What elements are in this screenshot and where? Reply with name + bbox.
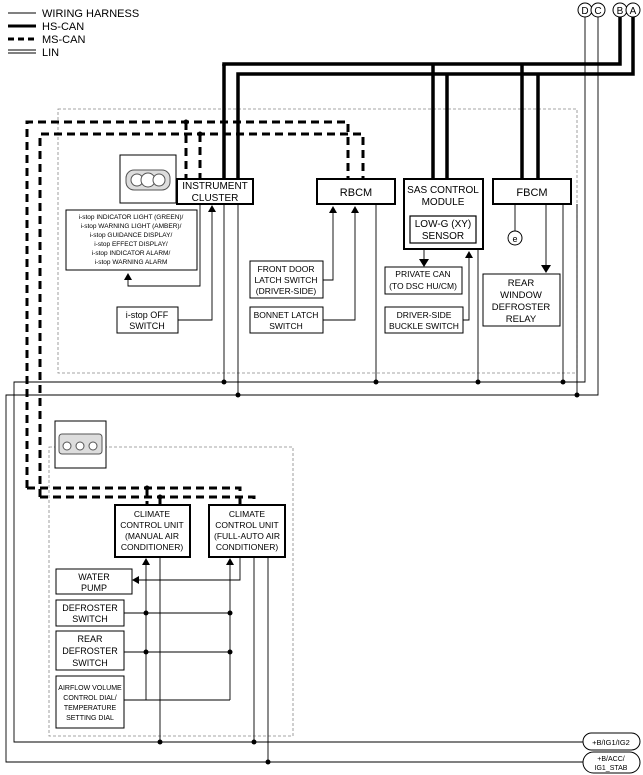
connector-c-label: C bbox=[594, 6, 601, 17]
fbcm-label: FBCM bbox=[516, 187, 547, 199]
defroster-switch-label-1: DEFROSTER bbox=[62, 603, 118, 613]
water-pump-label-1: WATER bbox=[78, 572, 110, 582]
climate-auto-label-4: CONDITIONER) bbox=[216, 542, 279, 552]
climate-auto-label-3: (FULL-AUTO AIR bbox=[214, 531, 280, 541]
istop-indicator-line-3: i-stop GUIDANCE DISPLAY/ bbox=[90, 232, 173, 239]
private-can-label-1: PRIVATE CAN bbox=[395, 269, 450, 279]
instrument-cluster-thumbnail bbox=[119, 154, 177, 204]
lower-region bbox=[48, 446, 294, 737]
fbcm-box: FBCM bbox=[492, 178, 572, 205]
connector-d: D bbox=[577, 2, 593, 18]
climate-manual-box: CLIMATE CONTROL UNIT (MANUAL AIR CONDITI… bbox=[114, 504, 191, 558]
istop-indicator-line-6: i-stop WARNING ALARM bbox=[95, 259, 168, 266]
legend-lin: LIN bbox=[42, 47, 59, 59]
rear-defroster-label-1: REAR bbox=[77, 634, 103, 644]
istop-off-switch-label-2: SWITCH bbox=[129, 321, 165, 331]
istop-indicator-box: i-stop INDICATOR LIGHT (GREEN)/ i-stop W… bbox=[65, 209, 198, 271]
private-can-box: PRIVATE CAN (TO DSC HU/CM) bbox=[384, 266, 463, 295]
hs-can-lines bbox=[222, 17, 635, 179]
climate-auto-label-1: CLIMATE bbox=[229, 509, 266, 519]
low-g-label-1: LOW-G (XY) bbox=[415, 219, 471, 230]
water-pump-label-2: PUMP bbox=[81, 583, 107, 593]
rear-window-relay-box: REAR WINDOW DEFROSTER RELAY bbox=[482, 273, 561, 327]
climate-manual-label-4: CONDITIONER) bbox=[121, 542, 184, 552]
water-pump-box: WATER PUMP bbox=[55, 568, 133, 595]
istop-off-switch-label-1: i-stop OFF bbox=[126, 310, 169, 320]
wiring-harness-lines bbox=[5, 17, 599, 763]
instrument-cluster-label-2: CLUSTER bbox=[192, 193, 239, 204]
front-door-latch-box: FRONT DOOR LATCH SWITCH (DRIVER-SIDE) bbox=[249, 260, 324, 299]
rear-relay-label-2: WINDOW bbox=[500, 290, 542, 301]
legend-ms-can: MS-CAN bbox=[42, 34, 85, 46]
connector-b-label: B bbox=[617, 6, 624, 17]
ground-symbol: e bbox=[507, 230, 523, 246]
private-can-label-2: (TO DSC HU/CM) bbox=[389, 281, 457, 291]
climate-panel-thumbnail bbox=[54, 420, 107, 469]
bonnet-latch-label-1: BONNET LATCH bbox=[254, 310, 319, 320]
climate-auto-box: CLIMATE CONTROL UNIT (FULL-AUTO AIR COND… bbox=[208, 504, 286, 558]
buckle-switch-label-1: DRIVER-SIDE bbox=[397, 310, 452, 320]
airflow-dial-label-2: CONTROL DIAL/ bbox=[63, 695, 116, 702]
connector-a-label: A bbox=[630, 6, 637, 17]
rear-defroster-label-2: DEFROSTER bbox=[62, 646, 118, 656]
istop-indicator-line-2: i-stop WARNING LIGHT (AMBER)/ bbox=[81, 223, 182, 230]
instrument-cluster-box: INSTRUMENT CLUSTER bbox=[176, 178, 254, 205]
climate-manual-label-2: CONTROL UNIT bbox=[120, 520, 183, 530]
rear-relay-label-4: RELAY bbox=[506, 314, 537, 325]
defroster-switch-box: DEFROSTER SWITCH bbox=[55, 599, 125, 627]
airflow-dial-box: AIRFLOW VOLUME CONTROL DIAL/ TEMPERATURE… bbox=[55, 675, 125, 729]
junction-dots bbox=[143, 119, 580, 765]
low-g-label-2: SENSOR bbox=[422, 231, 464, 242]
istop-indicator-line-4: i-stop EFFECT DISPLAY/ bbox=[94, 241, 168, 248]
legend-wiring-harness: WIRING HARNESS bbox=[42, 8, 139, 20]
front-door-latch-label-1: FRONT DOOR bbox=[258, 264, 315, 274]
rear-relay-label-3: DEFROSTER bbox=[492, 302, 551, 313]
legend-hs-can: HS-CAN bbox=[42, 21, 84, 33]
defroster-switch-label-2: SWITCH bbox=[72, 614, 108, 624]
instrument-cluster-label-1: INSTRUMENT bbox=[182, 181, 248, 192]
rear-defroster-label-3: SWITCH bbox=[72, 658, 108, 668]
front-door-latch-label-2: LATCH SWITCH bbox=[254, 275, 317, 285]
power-ig2-label: +B/IG1/IG2 bbox=[592, 738, 630, 747]
connector-b: B bbox=[612, 2, 628, 18]
rbcm-box: RBCM bbox=[316, 178, 396, 205]
connector-a: A bbox=[625, 2, 641, 18]
rear-relay-label-1: REAR bbox=[508, 278, 535, 289]
airflow-dial-label-3: TEMPERATURE bbox=[64, 705, 117, 712]
bonnet-latch-label-2: SWITCH bbox=[269, 321, 303, 331]
connector-c: C bbox=[590, 2, 606, 18]
buckle-switch-box: DRIVER-SIDE BUCKLE SWITCH bbox=[384, 306, 464, 334]
arrowheads bbox=[124, 205, 551, 584]
power-terminal-ig2: +B/IG1/IG2 bbox=[582, 732, 641, 751]
buckle-switch-label-2: BUCKLE SWITCH bbox=[389, 321, 459, 331]
climate-manual-label-3: (MANUAL AIR bbox=[125, 531, 179, 541]
climate-manual-label-1: CLIMATE bbox=[134, 509, 171, 519]
legend: WIRING HARNESS HS-CAN MS-CAN LIN bbox=[8, 8, 139, 59]
power-terminal-stab: +B/ACC/ IG1_STAB bbox=[582, 751, 641, 774]
istop-indicator-line-1: i-stop INDICATOR LIGHT (GREEN)/ bbox=[79, 214, 184, 221]
low-g-sensor-box: LOW-G (XY) SENSOR bbox=[409, 215, 477, 244]
rear-defroster-switch-box: REAR DEFROSTER SWITCH bbox=[55, 630, 125, 671]
power-stab-label-2: IG1_STAB bbox=[595, 765, 628, 772]
front-door-latch-label-3: (DRIVER-SIDE) bbox=[256, 286, 317, 296]
rbcm-label: RBCM bbox=[340, 187, 372, 199]
climate-auto-label-2: CONTROL UNIT bbox=[215, 520, 278, 530]
airflow-dial-label-1: AIRFLOW VOLUME bbox=[58, 685, 122, 692]
ground-label: e bbox=[512, 234, 517, 244]
istop-indicator-line-5: i-stop INDICATOR ALARM/ bbox=[92, 250, 171, 257]
airflow-dial-label-4: SETTING DIAL bbox=[66, 715, 114, 722]
bonnet-latch-box: BONNET LATCH SWITCH bbox=[249, 306, 324, 334]
istop-off-switch-box: i-stop OFF SWITCH bbox=[116, 306, 179, 334]
power-stab-label-1: +B/ACC/ bbox=[597, 756, 624, 763]
connector-d-label: D bbox=[581, 6, 588, 17]
sas-label-1: SAS CONTROL bbox=[407, 185, 479, 196]
sas-label-2: MODULE bbox=[422, 197, 465, 208]
